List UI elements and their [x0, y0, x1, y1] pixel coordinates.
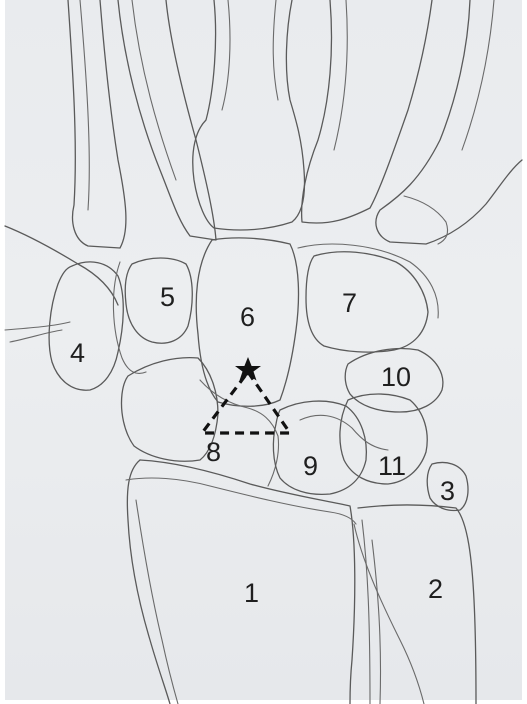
metacarpal-middle-inner-2: [273, 0, 278, 100]
bone-2-inner-left: [362, 520, 370, 704]
metacarpal-left-inner: [80, 0, 89, 210]
label-bone-10: 10: [381, 362, 411, 392]
metacarpals: [68, 0, 522, 248]
metacarpal-right-inner: [462, 0, 494, 150]
label-bone-8: 8: [206, 437, 221, 467]
metacarpal-right: [376, 0, 522, 244]
label-bone-3: 3: [440, 476, 455, 506]
label-bone-1: 1: [244, 578, 259, 608]
carpal-overlap-lines: [300, 415, 388, 450]
metacarpal-fourth: [302, 0, 432, 223]
bone-4-outline: [49, 262, 123, 390]
label-bone-5: 5: [160, 282, 175, 312]
label-bone-6: 6: [240, 302, 255, 332]
label-bone-4: 4: [70, 338, 85, 368]
metacarpal-right-base: [404, 196, 448, 244]
label-bone-9: 9: [303, 451, 318, 481]
dashed-triangle-marker: [202, 372, 290, 433]
metacarpal-second: [118, 0, 216, 240]
bone-1-distal-edge: [126, 478, 356, 524]
label-bone-2: 2: [428, 574, 443, 604]
star-icon: [235, 357, 261, 381]
bone-7-outline: [306, 252, 428, 352]
bone-1-inner-edge: [136, 500, 178, 704]
thumb-metacarpal-outline: [5, 226, 118, 305]
bone-2-outline: [358, 505, 476, 704]
thumb-line-lower-2: [10, 330, 62, 342]
metacarpal-fourth-inner: [334, 0, 347, 150]
metacarpal-middle-inner: [222, 0, 230, 110]
bone-1-left-edge: [127, 460, 170, 704]
thumb-line-lower: [5, 322, 70, 330]
bone-2-inner-left-2: [372, 540, 381, 704]
label-bone-11: 11: [378, 451, 406, 481]
label-bone-7: 7: [342, 288, 357, 318]
thumb-side: [5, 226, 118, 342]
bone-5-outline: [125, 258, 192, 343]
bone-2-crossing: [354, 524, 424, 704]
metacarpal-left: [68, 0, 126, 248]
bone-5-overlap: [113, 262, 146, 373]
